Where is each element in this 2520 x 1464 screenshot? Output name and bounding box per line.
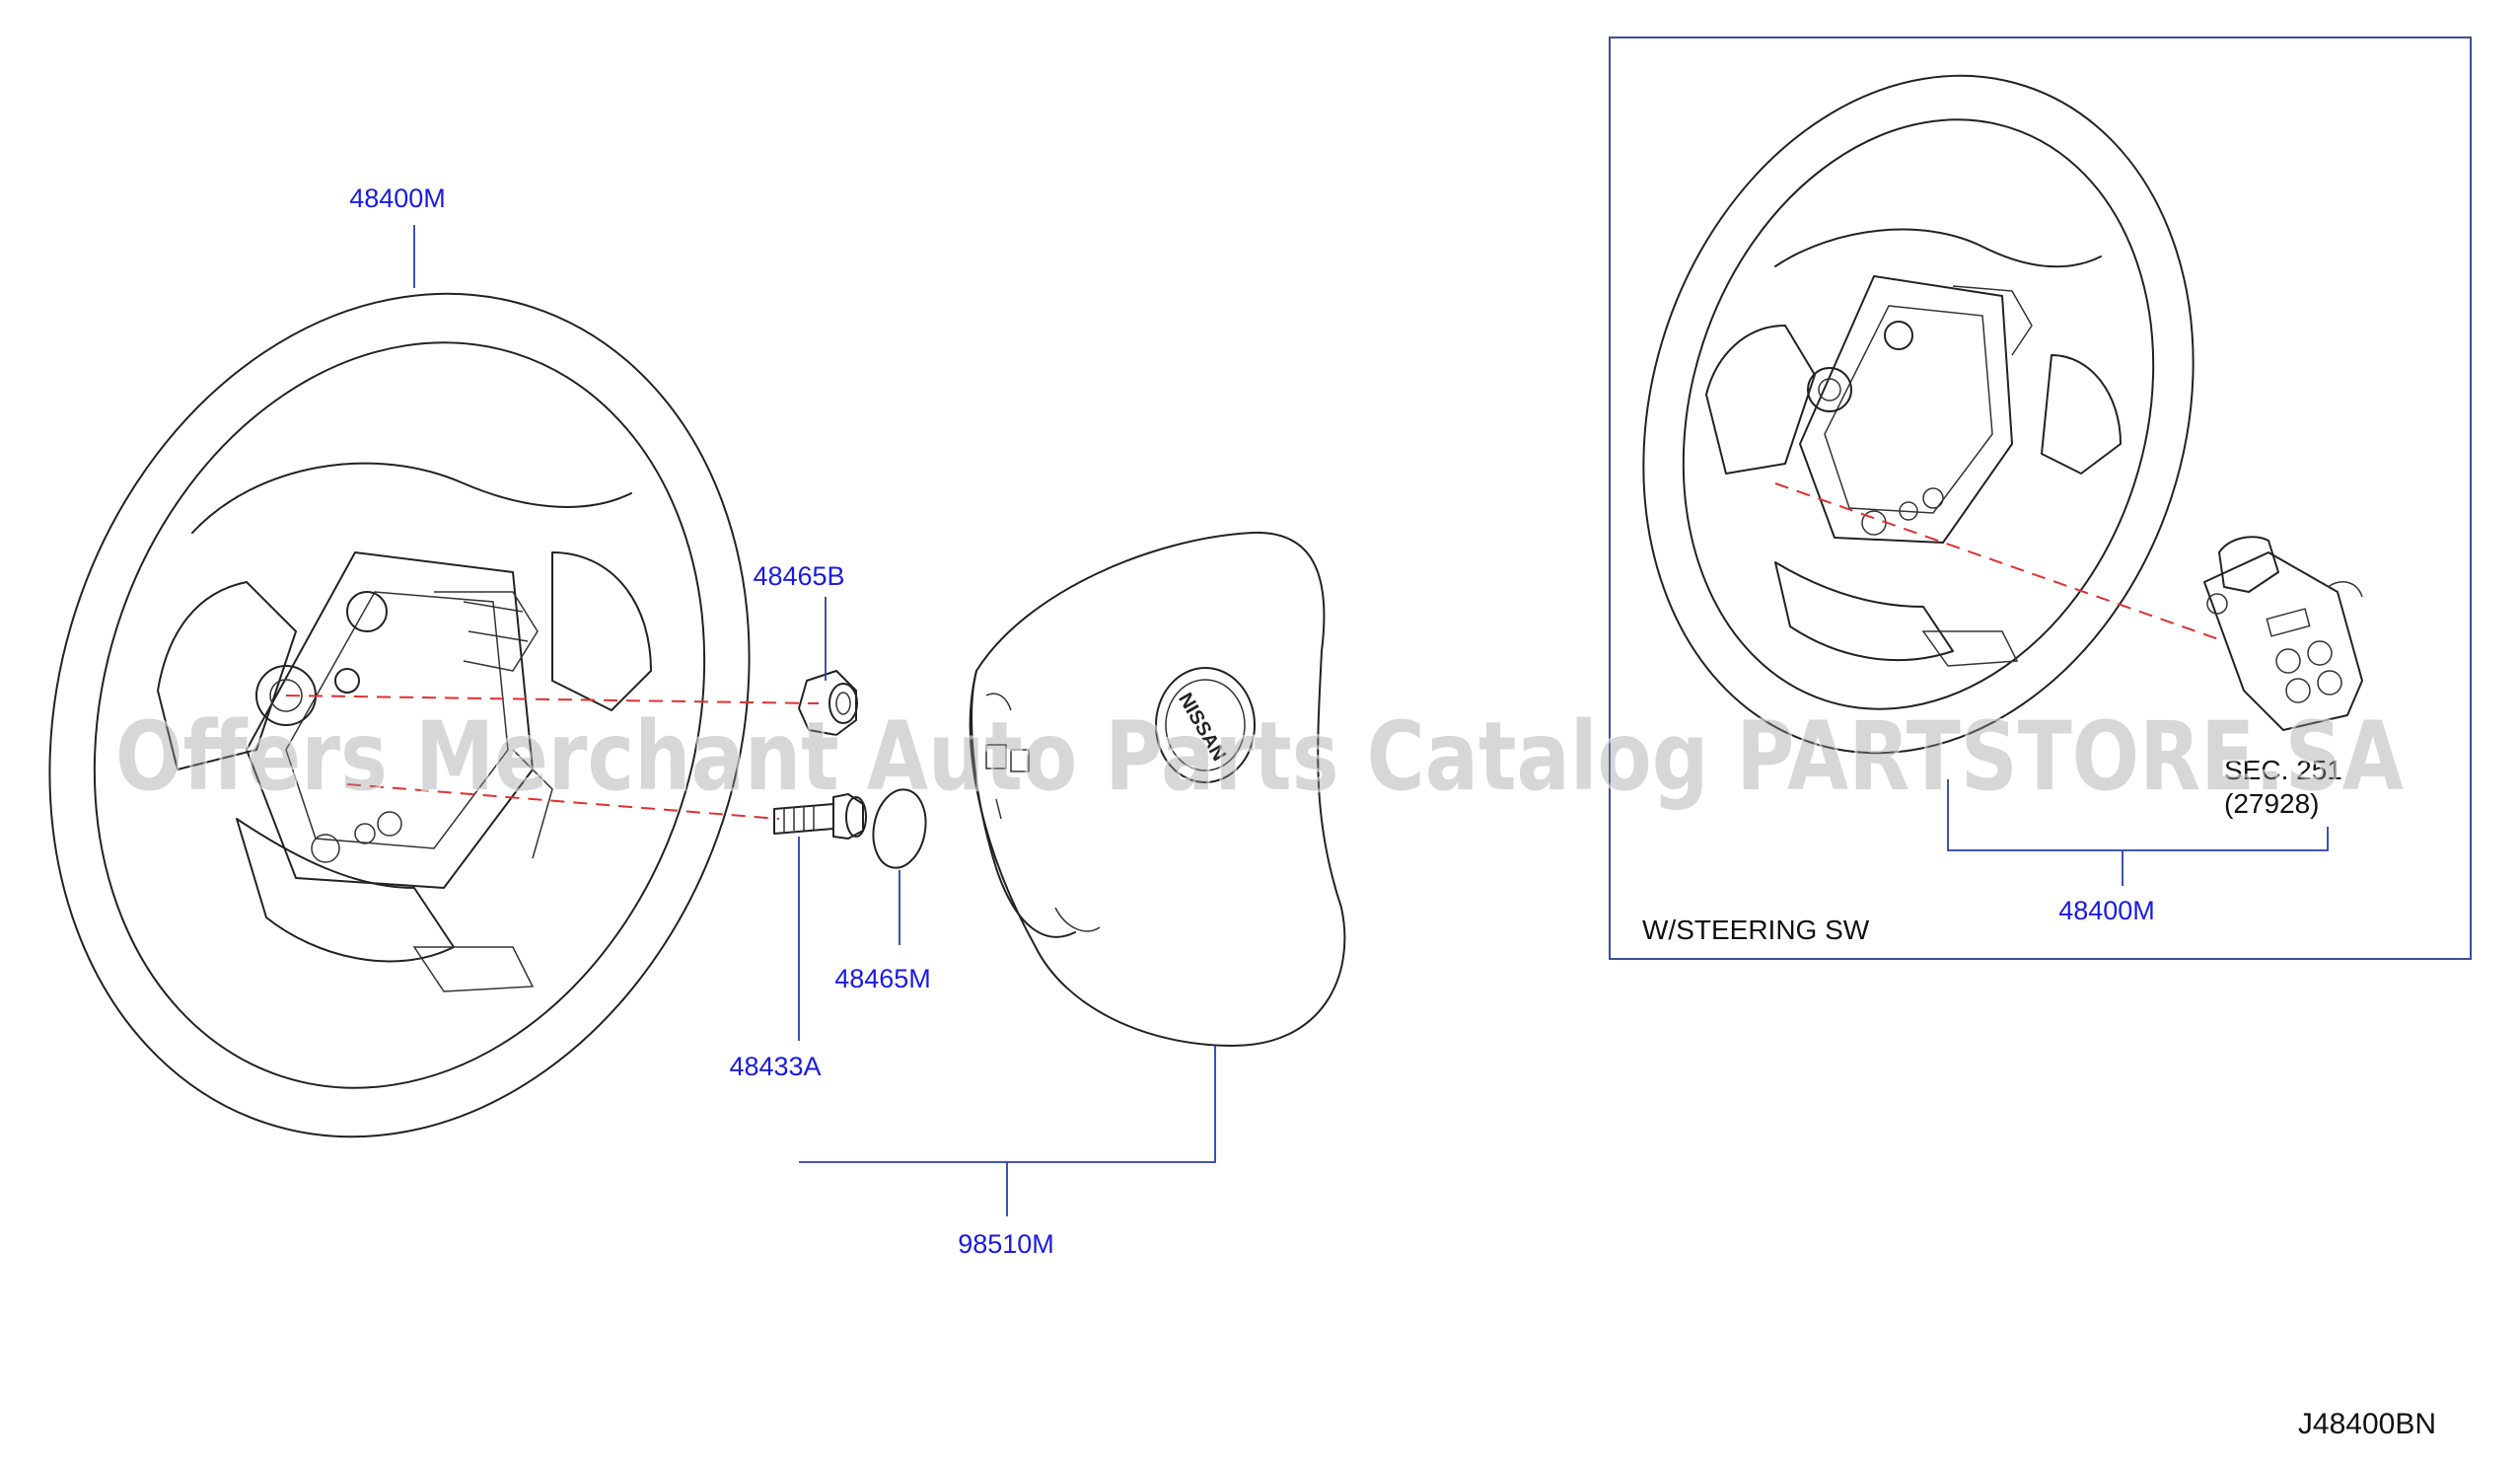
label-48400m-main[interactable]: 48400M [349, 183, 446, 213]
alignment-lines-right [1774, 482, 2225, 642]
cap-part [872, 788, 927, 869]
label-48433a[interactable]: 48433A [729, 1052, 821, 1081]
label-48465b[interactable]: 48465B [753, 561, 844, 591]
watermark: Offers Merchant Auto Parts Catalog PARTS… [115, 701, 2404, 812]
label-48400m-sw[interactable]: 48400M [2058, 896, 2155, 925]
steering-wheel-switch-variant [1642, 74, 2195, 755]
steering-wheel-main [48, 292, 751, 1138]
label-98510m[interactable]: 98510M [958, 1229, 1054, 1259]
variant-caption: W/STEERING SW [1642, 915, 1870, 945]
alignment-lines-left [285, 695, 820, 820]
variant-frame [1609, 37, 2472, 960]
leader-lines-right [1947, 779, 2329, 886]
nut-part [798, 670, 858, 736]
label-48465m[interactable]: 48465M [834, 964, 931, 993]
steering-switch-module [2203, 536, 2363, 731]
diagram-id: J48400BN [2298, 1408, 2436, 1440]
label-sec-reference-number: (27928) [2224, 788, 2320, 819]
bolt-part [773, 793, 867, 840]
label-sec-reference[interactable]: SEC. 251 [2224, 755, 2342, 785]
leader-lines-left [413, 225, 1216, 1216]
